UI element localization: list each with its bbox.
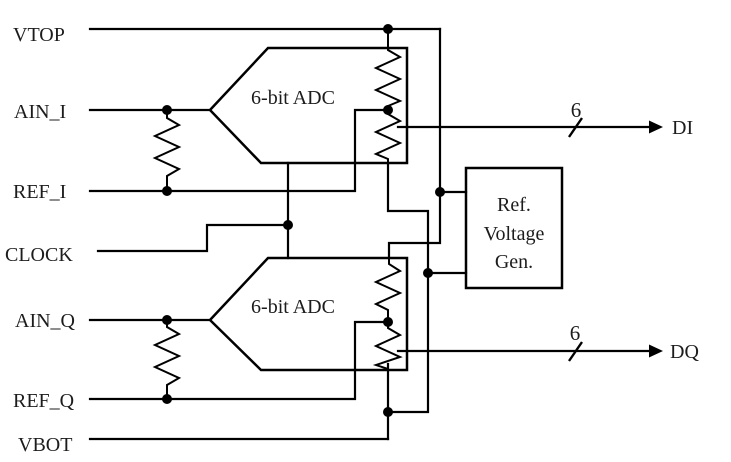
port-label-ain-q: AIN_Q (15, 310, 76, 332)
resistors (152, 28, 403, 400)
resistor-ain-q-termination (152, 319, 182, 400)
port-label-clock: CLOCK (5, 244, 73, 266)
upper-ladder-bottom-riser (386, 161, 430, 414)
resistor-lower-ladder-top (373, 257, 403, 323)
junction-dot-ain-q (162, 315, 172, 325)
resistor-lower-ladder-bottom (372, 321, 403, 371)
ref-i-wire (88, 108, 390, 193)
clock-wire (96, 223, 290, 253)
junction-dot-vbot (383, 407, 393, 417)
labels: VTOP AIN_I REF_I CLOCK AIN_Q REF_Q VBOT … (5, 24, 699, 456)
refgen-label-line3: Gen. (495, 251, 533, 273)
adc-i-block-label: 6-bit ADC (251, 87, 335, 109)
dq-arrowhead (649, 344, 663, 358)
di-bus-slash (568, 117, 583, 138)
junction-dot-lower-ladder-mid (383, 317, 393, 327)
dq-bus-slash (568, 341, 583, 362)
junction-dot-refgen-input1 (435, 187, 445, 197)
adc-q-block-label: 6-bit ADC (251, 296, 335, 318)
bus-markers (568, 117, 663, 362)
output-label-dq: DQ (670, 341, 699, 363)
junction-dots (162, 24, 445, 417)
ref-q-wire (88, 320, 390, 401)
refgen-label-line1: Ref. (497, 194, 531, 216)
ref-voltage-gen-box (464, 166, 564, 290)
di-arrowhead (649, 120, 663, 134)
resistor-ain-i-termination (152, 109, 182, 192)
refgen-label-line2: Voltage (484, 223, 545, 245)
blocks (208, 46, 564, 372)
junction-dot-refgen-input2 (423, 268, 433, 278)
adc-q-block-outline (208, 256, 409, 372)
junction-dot-clock (283, 220, 293, 230)
junction-dot-upper-ladder-mid (383, 105, 393, 115)
junction-dot-ref-i (162, 186, 172, 196)
port-label-ain-i: AIN_I (14, 101, 66, 123)
port-label-vtop: VTOP (13, 24, 65, 46)
adc-i-block-outline (208, 46, 409, 165)
junction-dot-ain-i (162, 105, 172, 115)
port-label-ref-q: REF_Q (13, 390, 75, 412)
port-label-vbot: VBOT (18, 434, 72, 456)
vtop-riser-to-lower-ladder (387, 27, 442, 260)
dq-bus-width-label: 6 (570, 321, 581, 345)
resistor-upper-ladder-top (373, 28, 403, 111)
resistor-upper-ladder-bottom (373, 109, 403, 164)
output-label-di: DI (672, 117, 693, 139)
port-label-ref-i: REF_I (13, 181, 66, 203)
di-bus-width-label: 6 (571, 98, 582, 122)
wires (88, 27, 653, 441)
junction-dot-vtop-ladder (383, 24, 393, 34)
junction-dot-ref-q (162, 394, 172, 404)
